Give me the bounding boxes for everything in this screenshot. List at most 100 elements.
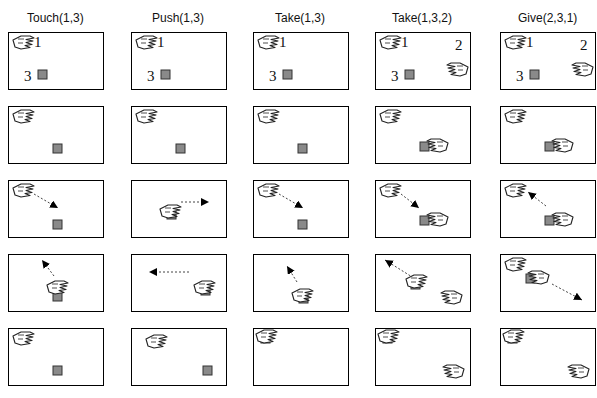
object-square — [420, 142, 429, 151]
hand-icon — [136, 110, 157, 123]
hand-outline — [258, 110, 279, 123]
hand-icon — [13, 36, 34, 49]
object-square — [53, 144, 62, 153]
hand-finger — [562, 142, 568, 146]
callout-number: 1 — [401, 35, 409, 50]
callout-number: 3 — [516, 69, 524, 84]
frame-panel — [501, 33, 596, 90]
hand-icon — [13, 110, 34, 123]
object-square — [283, 70, 292, 79]
hand-icon — [427, 139, 448, 152]
hand-icon — [380, 110, 401, 123]
hand-outline — [380, 184, 401, 197]
frame-panel — [254, 107, 349, 164]
hand-finger — [578, 368, 584, 372]
hand-icon — [427, 213, 448, 226]
hand-icon — [194, 281, 215, 294]
hand-outline — [380, 36, 401, 49]
hand-outline — [503, 330, 524, 343]
hand-finger — [383, 333, 389, 337]
frame-panel — [501, 181, 596, 238]
hand-finger — [437, 142, 443, 146]
hand-outline — [447, 63, 468, 76]
motion-arrow — [181, 202, 209, 203]
hand-finger — [451, 294, 457, 298]
motion-arrow — [528, 192, 546, 206]
callout-number: 1 — [279, 35, 287, 50]
frame-panel — [501, 255, 596, 312]
hand-outline — [427, 139, 448, 152]
hand-icon — [13, 184, 34, 197]
hand-icon — [136, 36, 157, 49]
callout-number: 3 — [391, 69, 399, 84]
hand-outline — [194, 281, 215, 294]
object-square — [203, 366, 212, 375]
frame-panel — [376, 255, 471, 312]
hand-finger — [457, 66, 463, 70]
callout-number: 3 — [24, 69, 32, 84]
frame-panel — [132, 33, 227, 90]
hand-icon — [505, 36, 526, 49]
object-square — [176, 144, 185, 153]
frame-panel — [132, 181, 227, 238]
hand-icon — [441, 291, 462, 304]
frame-panel — [501, 107, 596, 164]
hand-outline — [258, 36, 279, 49]
hand-finger — [18, 187, 24, 191]
column-heading: Take(1,3,2) — [392, 12, 452, 24]
hand-outline — [13, 110, 34, 123]
callout-number: 1 — [526, 35, 534, 50]
callout-number: 2 — [455, 38, 463, 53]
hand-finger — [18, 39, 24, 43]
hand-finger — [141, 39, 147, 43]
frame-panel — [132, 107, 227, 164]
hand-icon — [505, 110, 526, 123]
hand-icon — [552, 213, 573, 226]
frame-panel — [254, 255, 349, 312]
callout-number: 1 — [34, 35, 42, 50]
frame-panel — [132, 255, 227, 312]
hand-outline — [13, 184, 34, 197]
hand-finger — [437, 216, 443, 220]
object-square — [38, 70, 47, 79]
callout-number: 1 — [157, 35, 165, 50]
hand-icon — [258, 36, 279, 49]
callout-number: 3 — [269, 69, 277, 84]
hand-icon — [13, 332, 34, 345]
hand-outline — [552, 139, 573, 152]
motion-arrow — [279, 194, 303, 208]
hand-finger — [18, 335, 24, 339]
hand-finger — [385, 39, 391, 43]
hand-finger — [508, 333, 514, 337]
hand-outline — [47, 281, 68, 294]
hand-outline — [505, 36, 526, 49]
object-square — [545, 142, 554, 151]
hand-icon — [528, 271, 549, 284]
hand-finger — [510, 187, 516, 191]
hand-finger — [151, 338, 157, 342]
hand-outline — [380, 110, 401, 123]
object-square — [53, 220, 62, 229]
callout-number: 3 — [147, 69, 155, 84]
hand-outline — [505, 258, 526, 271]
hand-finger — [538, 274, 544, 278]
hand-icon — [380, 184, 401, 197]
hand-outline — [292, 289, 313, 302]
hand-finger — [510, 39, 516, 43]
hand-icon — [447, 63, 468, 76]
hand-icon — [568, 365, 589, 378]
hand-icon — [505, 258, 526, 271]
hand-icon — [443, 365, 464, 378]
hand-icon — [47, 281, 68, 294]
hand-finger — [385, 187, 391, 191]
motion-arrow — [42, 260, 54, 276]
hand-outline — [552, 213, 573, 226]
hand-icon — [505, 184, 526, 197]
hand-outline — [160, 205, 181, 218]
column-heading: Give(2,3,1) — [518, 12, 577, 24]
column-heading: Take(1,3) — [275, 12, 325, 24]
hand-icon — [503, 330, 524, 343]
hand-icon — [292, 289, 313, 302]
hand-finger — [263, 187, 269, 191]
